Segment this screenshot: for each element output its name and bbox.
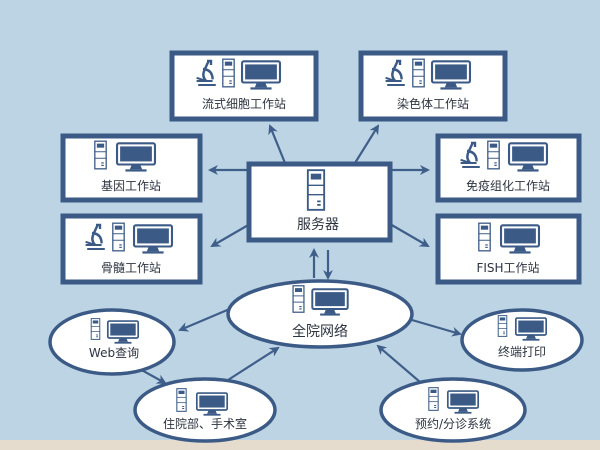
arrow-to-flow-cytometry bbox=[268, 124, 287, 164]
computer-tower-icon bbox=[222, 58, 235, 88]
node-inpatient-surgery: 住院部、手术室 bbox=[133, 377, 277, 443]
arrow-to-print bbox=[411, 318, 462, 337]
computer-tower-icon bbox=[94, 140, 107, 170]
network-label: 全院网络 bbox=[292, 323, 348, 340]
arrow-to-fish bbox=[389, 223, 430, 248]
hospital-network-node: 全院网络 bbox=[226, 279, 414, 349]
node-label: 终端打印 bbox=[498, 344, 546, 359]
node-label: Web查询 bbox=[89, 346, 139, 360]
workstation-immunohistochemistry: 免疫组化工作站 bbox=[435, 133, 582, 203]
arrow-inpatient-to-network bbox=[227, 346, 280, 381]
workstation-label: 流式细胞工作站 bbox=[202, 97, 286, 111]
workstation-label: 基因工作站 bbox=[101, 179, 161, 193]
computer-tower-icon bbox=[176, 388, 187, 412]
server-label: 服务器 bbox=[297, 217, 339, 233]
workstation-label: 免疫组化工作站 bbox=[466, 178, 550, 193]
workstation-label: FISH工作站 bbox=[476, 261, 539, 275]
arrow-to-web bbox=[178, 306, 233, 332]
node-label: 住院部、手术室 bbox=[163, 416, 247, 431]
footer-strip bbox=[0, 440, 600, 450]
workstation-gene: 基因工作站 bbox=[60, 133, 203, 203]
computer-tower-icon bbox=[112, 222, 125, 252]
arrow-appointment-to-network bbox=[376, 344, 421, 383]
computer-tower-icon bbox=[478, 222, 491, 252]
server-node: 服务器 bbox=[246, 161, 393, 243]
workstation-label: 骨髓工作站 bbox=[101, 261, 161, 275]
workstation-chromosome: 染色体工作站 bbox=[358, 50, 508, 122]
workstation-flow-cytometry: 流式细胞工作站 bbox=[169, 50, 319, 122]
workstation-label: 染色体工作站 bbox=[397, 96, 469, 111]
node-label: 预约/分诊系统 bbox=[415, 416, 491, 431]
computer-tower-icon bbox=[497, 315, 508, 337]
node-web-query: Web查询 bbox=[48, 308, 176, 376]
connection-arrows bbox=[137, 124, 462, 384]
computer-tower-icon bbox=[412, 58, 425, 88]
arrow-to-bone-marrow bbox=[210, 223, 251, 248]
workstation-fish: FISH工作站 bbox=[435, 213, 582, 285]
node-appointment-triage: 预约/分诊系统 bbox=[379, 377, 527, 443]
arrow-to-chromosome bbox=[354, 124, 380, 164]
computer-tower-icon bbox=[90, 318, 101, 340]
server-tower-icon bbox=[306, 169, 326, 211]
node-terminal-print: 终端打印 bbox=[460, 308, 584, 372]
computer-tower-icon bbox=[487, 140, 500, 170]
computer-tower-icon bbox=[428, 387, 439, 411]
computer-tower-icon bbox=[292, 285, 305, 313]
workstation-bone-marrow: 骨髓工作站 bbox=[60, 213, 203, 285]
